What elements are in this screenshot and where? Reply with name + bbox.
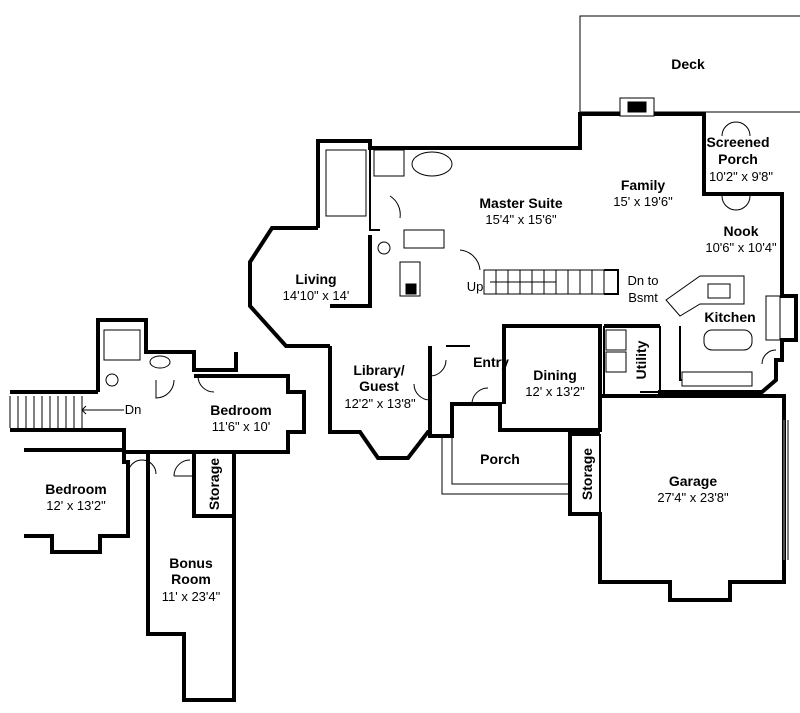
library-label-line1: Library/ bbox=[353, 362, 404, 378]
library-dimensions: 12'2" x 13'8" bbox=[344, 396, 416, 411]
utility-label: Utility bbox=[633, 340, 649, 379]
entry-doors bbox=[413, 345, 489, 405]
screened-porch-label-line2: Porch bbox=[718, 151, 758, 167]
entry-label: Entry bbox=[473, 354, 509, 370]
living-label: Living bbox=[295, 271, 336, 287]
bedroom-upper-label: Bedroom bbox=[210, 402, 271, 418]
nook-dimensions: 10'6" x 10'4" bbox=[705, 240, 777, 255]
utility-room: Utility bbox=[603, 326, 661, 394]
storage-upper-label: Storage bbox=[206, 458, 222, 510]
master-bath-fixtures bbox=[325, 148, 481, 297]
bonus-room-dimensions: 11' x 23'4" bbox=[162, 589, 221, 604]
garage-dimensions: 27'4" x 23'8" bbox=[657, 490, 729, 505]
screened-porch-doors bbox=[619, 97, 782, 211]
family-label: Family bbox=[621, 177, 666, 193]
bonus-room-label-line2: Room bbox=[171, 571, 211, 587]
porch-label: Porch bbox=[480, 451, 520, 467]
bedroom-lower-label: Bedroom bbox=[45, 481, 106, 497]
upper-wing-walls bbox=[10, 318, 306, 702]
nook-label: Nook bbox=[724, 223, 759, 239]
bonus-room-label-line1: Bonus bbox=[169, 555, 213, 571]
library-label-line2: Guest bbox=[359, 378, 399, 394]
upper-stairs: Dn bbox=[9, 396, 142, 428]
kitchen-label: Kitchen bbox=[704, 309, 755, 325]
porch-area bbox=[441, 435, 570, 495]
dining-label: Dining bbox=[533, 367, 577, 383]
master-suite-label: Master Suite bbox=[479, 195, 562, 211]
family-dimensions: 15' x 19'6" bbox=[613, 194, 673, 209]
screened-porch-dimensions: 10'2" x 9'8" bbox=[709, 169, 773, 184]
storage-main-label: Storage bbox=[579, 448, 595, 500]
main-stairs: Up Dn to Bsmt bbox=[467, 269, 659, 305]
bedroom-upper-dimensions: 11'6" x 10' bbox=[212, 419, 271, 434]
bedroom-lower-dimensions: 12' x 13'2" bbox=[46, 498, 106, 513]
stairs-down-basement-line1: Dn to bbox=[627, 273, 658, 288]
upper-stairs-down-label: Dn bbox=[125, 402, 142, 417]
deck-label: Deck bbox=[671, 56, 705, 72]
stairs-up-label: Up bbox=[467, 279, 484, 294]
kitchen-fixtures bbox=[665, 275, 781, 387]
stairs-down-basement-line2: Bsmt bbox=[628, 290, 658, 305]
dining-dimensions: 12' x 13'2" bbox=[525, 384, 585, 399]
garage-label: Garage bbox=[669, 473, 717, 489]
screened-porch-label-line1: Screened bbox=[706, 134, 769, 150]
deck-area: Deck bbox=[579, 15, 800, 113]
master-suite-dimensions: 15'4" x 15'6" bbox=[485, 212, 557, 227]
garage-walls bbox=[568, 394, 789, 602]
living-dimensions: 14'10" x 14' bbox=[283, 288, 350, 303]
